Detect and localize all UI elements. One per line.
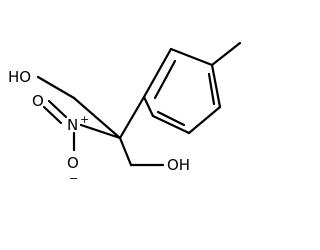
- center-to-top-ch2-bond: [72, 96, 122, 140]
- nitro-double-bond-b: [42, 105, 63, 125]
- hydroxyl-bottom-label: OH: [167, 156, 190, 174]
- nitro-oxygen-label: O: [32, 92, 44, 110]
- methyl-bond: [210, 41, 242, 67]
- ring-to-center-bond: [118, 95, 146, 140]
- benzene-ring: [142, 47, 222, 135]
- ring-bond-2: [169, 47, 214, 67]
- nitro-double-bond-a: [47, 99, 68, 119]
- nitro-oxygen-charge: −: [69, 172, 78, 185]
- ring-double-bond-1: [153, 59, 177, 100]
- ring-bond-6: [142, 95, 155, 118]
- center-to-bottom-ch2-bond: [118, 136, 133, 167]
- top-ch2-to-oh-bond: [36, 75, 76, 100]
- nitro-oxide-oxygen-label: O: [67, 154, 79, 172]
- center-to-nitro-bond: [79, 123, 122, 140]
- hydroxyl-top-label: HO: [8, 68, 31, 86]
- ring-bond-1: [142, 47, 173, 99]
- nitro-nitrogen-label: N: [67, 116, 78, 134]
- ring-bond-5: [151, 114, 191, 135]
- ring-double-bond-2: [207, 72, 216, 106]
- ring-bond-4: [187, 105, 222, 135]
- ring-bond-3: [210, 63, 222, 109]
- nitro-nitrogen-charge: +: [80, 113, 89, 126]
- molecule-structure: HO OH N + O O −: [8, 41, 242, 185]
- ring-double-bond-3: [156, 110, 186, 127]
